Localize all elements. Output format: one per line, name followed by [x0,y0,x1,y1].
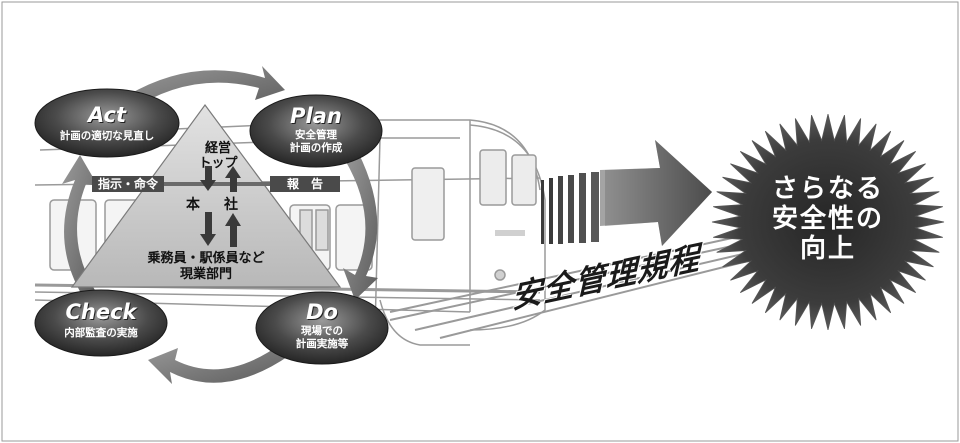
pyramid-bottom-line2: 現業部門 [179,267,232,282]
instruction-label: 指示・命令 [97,177,158,191]
cycle-arrow-plan-to-do [343,152,378,300]
report-band [270,176,340,192]
pyramid-middle-right: 社 [224,197,238,213]
report-label: 報 告 [286,177,323,191]
do-ellipse [255,291,389,365]
goal-text: さらなる 安全性の 向上 [756,174,900,264]
check-label: Check 内部監査の実施 [46,301,156,340]
safety-improvement-starburst [711,114,945,330]
plan-description-line2: 計画の作成 [289,142,343,154]
plan-title: Plan [290,104,342,128]
do-title: Do [306,300,338,324]
pyramid-top-line2: トップ [198,156,238,171]
pyramid-top-line1: 経営 [204,141,231,156]
regulation-rails [389,231,761,339]
plan-label: Plan 安全管理 計画の作成 [266,105,366,155]
act-ellipse [34,88,180,158]
do-label: Do 現場での 計画実施等 [272,301,372,351]
instruction-band [92,176,164,192]
goal-line2: 安全性の [771,204,884,234]
check-ellipse [34,289,168,357]
plan-ellipse [249,94,383,168]
pyramid-bottom-line1: 乗務員・駅係員など [147,251,265,266]
progress-arrow [541,140,712,246]
act-label: Act 計画の適切な見直し [52,104,162,143]
act-description: 計画の適切な見直し [59,130,155,142]
do-description-line1: 現場での [301,325,343,337]
act-title: Act [87,103,127,127]
cycle-arrow-check-to-act [62,155,98,295]
pyramid-flow-arrows [200,166,241,247]
cycle-arrow-do-to-check [148,343,290,384]
goal-line1: さらなる [771,174,884,204]
pyramid-middle-left: 本 [186,197,200,213]
check-title: Check [65,300,137,324]
do-description-line2: 計画実施等 [295,338,349,350]
plan-description-line1: 安全管理 [295,129,337,141]
check-description: 内部監査の実施 [64,327,138,339]
goal-line3: 向上 [799,234,856,264]
organization-pyramid [70,103,342,288]
cycle-arrow-act-to-plan [120,66,285,112]
